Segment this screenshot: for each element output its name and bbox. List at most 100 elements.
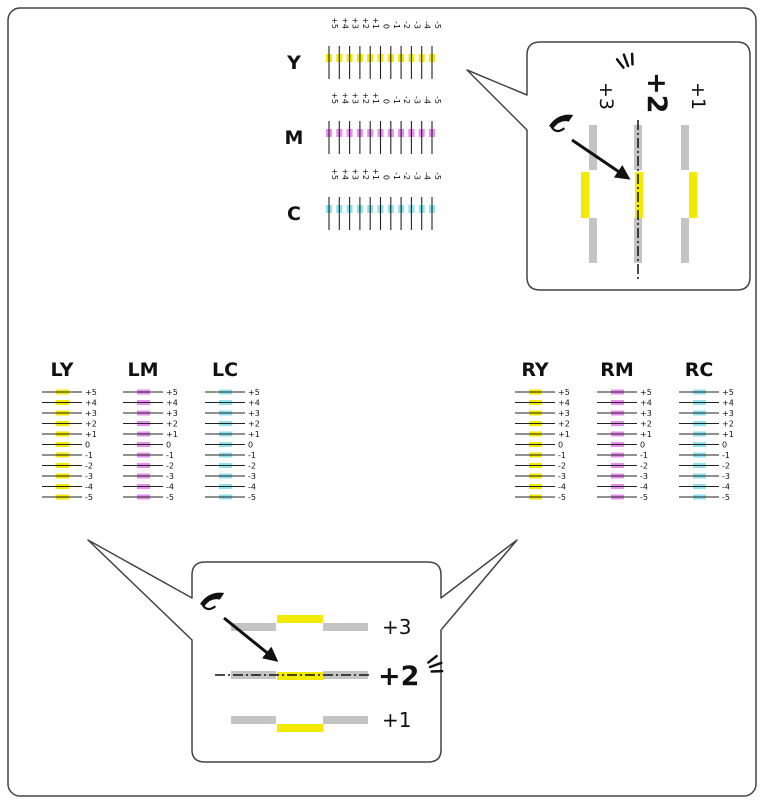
tick-label: +3 (85, 409, 97, 418)
arrow-icon (223, 616, 279, 662)
tick-label: -1 (392, 172, 401, 180)
tick-label: -5 (433, 172, 442, 180)
zoom-label: +3 (595, 82, 617, 110)
tick-label: 0 (382, 99, 391, 104)
tick-label: -3 (558, 472, 566, 481)
tick-label: -4 (423, 172, 432, 180)
tick-label: -2 (558, 462, 566, 471)
tick-label: -2 (402, 172, 411, 180)
hchart-ry: RY+5+4+3+2+10-1-2-3-4-5 (515, 359, 570, 502)
tick-label: +1 (166, 430, 178, 439)
hchart-lc: LC+5+4+3+2+10-1-2-3-4-5 (205, 359, 260, 502)
hchart-rm: RM+5+4+3+2+10-1-2-3-4-5 (597, 359, 652, 502)
tick-label: -1 (85, 451, 93, 460)
chart-label: RM (600, 359, 634, 381)
zoom-label: +2 (641, 72, 672, 113)
hchart-rc: RC+5+4+3+2+10-1-2-3-4-5 (679, 359, 734, 502)
tick-label: -3 (412, 21, 421, 29)
tick-label: +3 (166, 409, 178, 418)
gray-segment (323, 623, 368, 631)
tick-label: 0 (85, 441, 90, 450)
tick-label: -1 (166, 451, 174, 460)
tick-label: +5 (330, 17, 339, 29)
tick-label: +2 (558, 420, 570, 429)
tick-label: -4 (248, 483, 256, 492)
tick-label: +4 (640, 399, 652, 408)
zoom-label: +1 (382, 708, 411, 732)
tick-label: -4 (558, 483, 566, 492)
tick-label: +4 (722, 399, 734, 408)
sparkle-icon (427, 654, 444, 673)
tick-label: +5 (330, 92, 339, 104)
tick-label: -4 (166, 483, 174, 492)
yellow-segment (277, 724, 323, 732)
tick-label: -5 (85, 493, 93, 502)
hchart-lm: LM+5+4+3+2+10-1-2-3-4-5 (123, 359, 178, 502)
tick-label: +3 (248, 409, 260, 418)
tick-label: +5 (85, 388, 97, 397)
tick-label: -3 (248, 472, 256, 481)
tick-label: -3 (640, 472, 648, 481)
tick-label: -5 (722, 493, 730, 502)
yellow-segment (635, 172, 643, 218)
tick-label: +5 (330, 168, 339, 180)
tick-label: -3 (412, 172, 421, 180)
tick-label: -2 (402, 21, 411, 29)
chart-label: LM (127, 359, 158, 381)
tick-label: +4 (166, 399, 178, 408)
tick-label: -5 (166, 493, 174, 502)
tick-label: +4 (85, 399, 97, 408)
tick-label: -1 (722, 451, 730, 460)
horizontal-registration-charts: LY+5+4+3+2+10-1-2-3-4-5LM+5+4+3+2+10-1-2… (42, 359, 734, 502)
tick-label: +3 (640, 409, 652, 418)
arrow-icon (571, 138, 631, 180)
gray-segment (681, 125, 689, 170)
chart-label: LC (212, 359, 238, 381)
tick-label: +2 (166, 420, 178, 429)
zoom-label: +2 (378, 661, 419, 692)
tick-label: -5 (433, 21, 442, 29)
eye-icon (200, 592, 225, 611)
tick-label: +4 (248, 399, 260, 408)
yellow-segment (689, 172, 697, 218)
tick-label: +4 (340, 17, 349, 29)
tick-label: +4 (340, 168, 349, 180)
tick-label: 0 (248, 441, 253, 450)
gray-segment (634, 218, 642, 263)
tick-label: +5 (166, 388, 178, 397)
tick-label: +1 (371, 168, 380, 180)
chart-label: RC (685, 359, 714, 381)
tick-label: -3 (85, 472, 93, 481)
tick-label: +2 (361, 17, 370, 29)
tick-label: -2 (85, 462, 93, 471)
tick-label: -2 (248, 462, 256, 471)
tick-label: -3 (412, 96, 421, 104)
row-label: C (287, 203, 301, 225)
chart-label: LY (51, 359, 74, 381)
tick-label: -5 (248, 493, 256, 502)
hchart-ly: LY+5+4+3+2+10-1-2-3-4-5 (42, 359, 97, 502)
tick-label: -2 (166, 462, 174, 471)
tick-label: +2 (248, 420, 260, 429)
tick-label: 0 (382, 175, 391, 180)
tick-label: 0 (558, 441, 563, 450)
tick-label: -3 (722, 472, 730, 481)
tick-label: -2 (402, 96, 411, 104)
tick-label: +3 (351, 92, 360, 104)
tick-label: -5 (558, 493, 566, 502)
tick-label: -5 (433, 96, 442, 104)
tick-label: +3 (722, 409, 734, 418)
tick-label: -1 (248, 451, 256, 460)
tick-label: +2 (361, 92, 370, 104)
tick-label: +5 (722, 388, 734, 397)
tick-label: +3 (558, 409, 570, 418)
row-label: M (285, 127, 304, 149)
tick-label: +1 (640, 430, 652, 439)
tick-label: +4 (558, 399, 570, 408)
tick-label: -1 (558, 451, 566, 460)
gray-segment (589, 218, 597, 263)
